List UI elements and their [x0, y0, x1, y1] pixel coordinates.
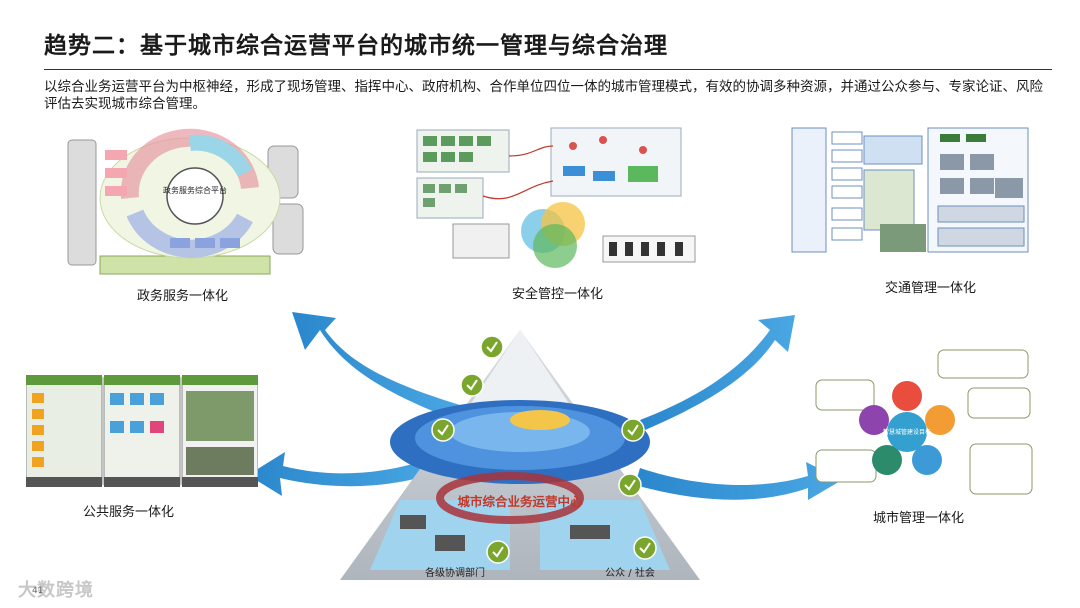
- operations-center-illustration: 城市综合业务运营中心 各级协调部门 公众 / 社会: [340, 330, 700, 580]
- gov-center-label: 政务服务综合平台: [163, 185, 227, 195]
- gov-caption: 政务服务一体化: [137, 289, 229, 304]
- left-base-label: 各级协调部门: [425, 566, 485, 579]
- check-icon: [618, 473, 642, 497]
- check-icon: [486, 540, 510, 564]
- arrow-right: [635, 462, 842, 500]
- title-divider: [44, 69, 1052, 70]
- gov-service-diagram: 政务服务综合平台: [67, 128, 304, 275]
- traffic-management-diagram: [791, 127, 1029, 253]
- hub-label: 城市综合业务运营中心: [457, 494, 583, 509]
- page-title: 趋势二：基于城市综合运营平台的城市统一管理与综合治理: [44, 33, 668, 59]
- check-icon: [633, 536, 657, 560]
- arrow-up-right: [640, 315, 795, 430]
- arrow-left: [248, 452, 445, 496]
- security-control-diagram: [416, 127, 696, 268]
- check-icon: [460, 373, 484, 397]
- city-management-diagram: 智慧城管建设目标: [815, 349, 1033, 495]
- public-caption: 公共服务一体化: [83, 505, 175, 520]
- check-icon: [480, 335, 504, 359]
- page-number: 41: [32, 586, 44, 596]
- check-icon: [431, 418, 455, 442]
- security-caption: 安全管控一体化: [512, 287, 604, 302]
- traffic-caption: 交通管理一体化: [885, 281, 977, 296]
- city-hub-label: 智慧城管建设目标: [883, 428, 931, 436]
- city-caption: 城市管理一体化: [873, 511, 965, 526]
- right-base-label: 公众 / 社会: [605, 566, 655, 579]
- intro-text: 以综合业务运营平台为中枢神经，形成了现场管理、指挥中心、政府机构、合作单位四位一…: [44, 79, 1043, 112]
- public-service-phones: [26, 375, 258, 487]
- check-icon: [621, 418, 645, 442]
- arrow-up-left: [292, 312, 460, 420]
- footer-logo: 大数跨境: [18, 580, 94, 601]
